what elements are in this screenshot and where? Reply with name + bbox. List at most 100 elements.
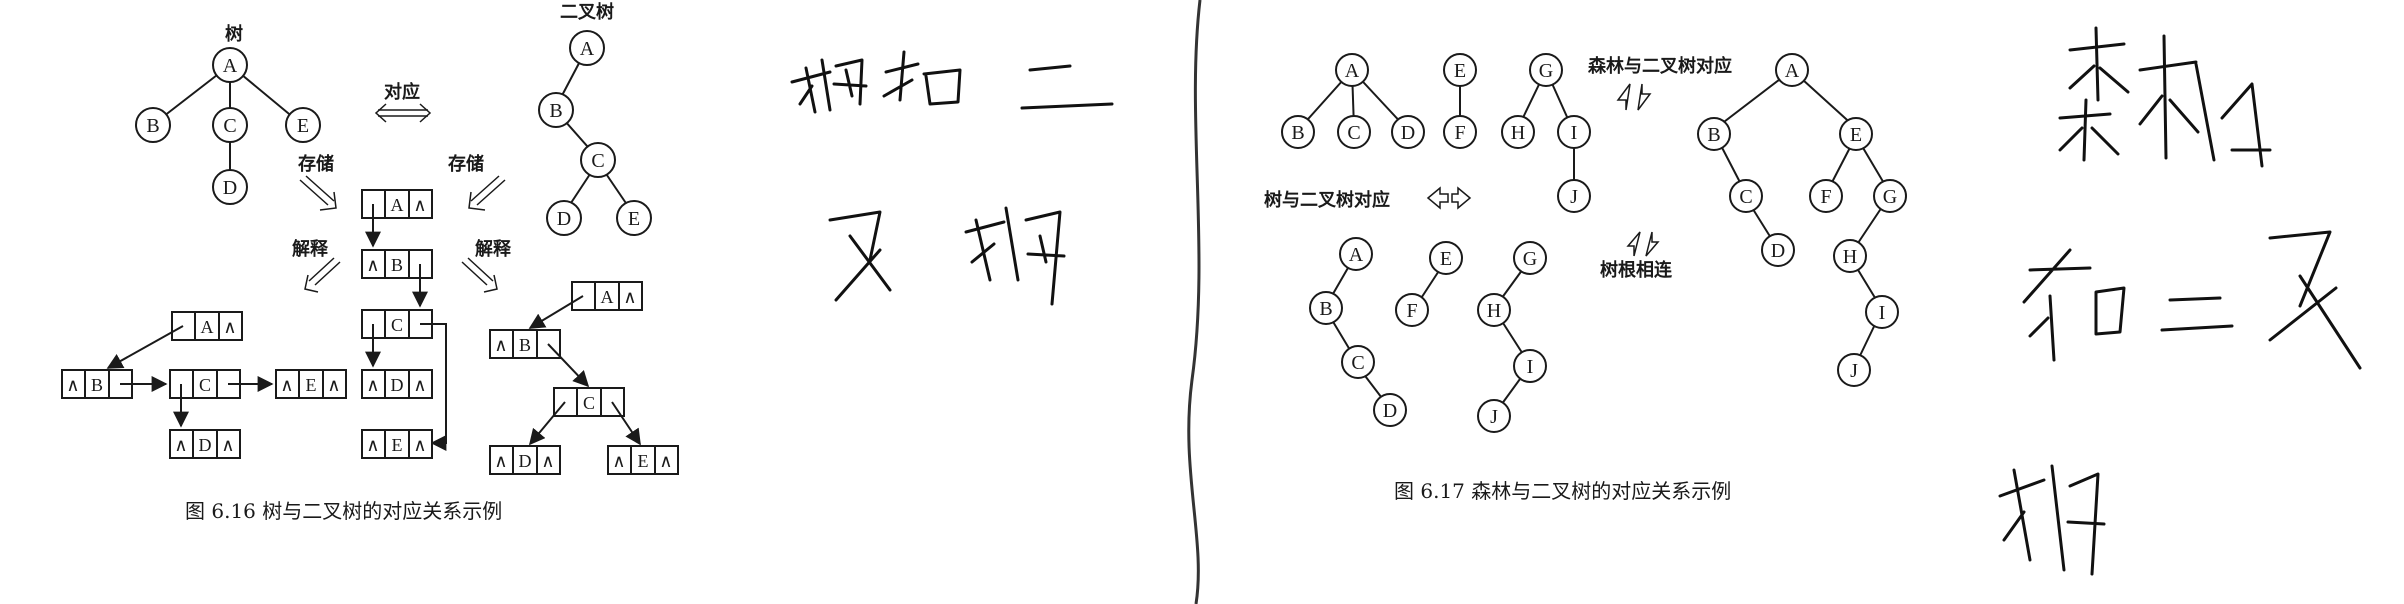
fb-node-h: H (1843, 246, 1857, 268)
cell-b: B (519, 335, 531, 355)
forest-node-a: A (1345, 60, 1360, 82)
tree-label: 树 (225, 23, 243, 45)
forest-node-b: B (1291, 122, 1304, 144)
null-mark: ∧ (223, 317, 236, 337)
down-up-arrow-icon (1626, 231, 1660, 257)
tree-correspond-label: 树与二叉树对应 (1264, 189, 1390, 211)
forest-node-i: I (1571, 122, 1578, 144)
storage-chain: A ∧ ∧ B C ∧ D ∧ ∧ E ∧ (361, 189, 447, 459)
cell-e: E (638, 451, 649, 471)
forest-tree-g: G H I J (1501, 53, 1591, 213)
bin-node-d: D (557, 208, 571, 230)
bt1-node-c: C (1351, 352, 1364, 374)
fb-node-e: E (1850, 124, 1862, 146)
tree-node-b: B (146, 115, 159, 137)
null-mark: ∧ (612, 451, 625, 471)
double-arrow-icon (461, 257, 498, 293)
bin-node-b: B (549, 100, 562, 122)
cell-d: D (199, 435, 212, 455)
forest-node-g: G (1539, 60, 1553, 82)
bt3-node-j: J (1490, 406, 1498, 428)
page-divider (1187, 0, 1202, 604)
binary-list-right: A ∧ ∧ B C ∧ D ∧ ∧ E ∧ (489, 281, 679, 475)
tree-node-c: C (223, 115, 236, 137)
root-connect-label: 树根相连 (1600, 259, 1673, 281)
cell-d: D (391, 375, 404, 395)
forest-node-h: H (1511, 122, 1525, 144)
store-right-label: 存储 (448, 153, 484, 175)
double-arrow-icon (299, 175, 337, 211)
null-mark: ∧ (221, 435, 234, 455)
converted-binary-trees: A B C D E F G H I J (1309, 237, 1547, 433)
fb-node-c: C (1739, 186, 1752, 208)
handwriting-right (1998, 26, 2362, 576)
forest-tree-e: E F (1443, 53, 1477, 149)
forest-binary-tree: A B E C F G D H I J (1697, 53, 1907, 387)
interp-right-label: 解释 (475, 238, 512, 260)
forest-tree-a: A B C D (1281, 53, 1425, 149)
bt1-node-d: D (1383, 400, 1397, 422)
fb-node-f: F (1820, 186, 1831, 208)
null-mark: ∧ (413, 195, 426, 215)
bt1-node-a: A (1349, 244, 1364, 266)
cell-a: A (201, 317, 214, 337)
cell-e: E (306, 375, 317, 395)
double-arrow-icon (304, 257, 341, 293)
cell-a: A (391, 195, 404, 215)
forest-label: 森林与二叉树对应 (1588, 55, 1732, 77)
bt2-node-f: F (1406, 300, 1417, 322)
bt3-node-g: G (1523, 248, 1537, 270)
cell-c: C (391, 315, 403, 335)
bt1-node-b: B (1319, 298, 1332, 320)
fb-node-j: J (1850, 360, 1858, 382)
interp-left-label: 解释 (292, 238, 329, 260)
fb-node-g: G (1883, 186, 1897, 208)
correspond-label: 对应 (384, 81, 420, 103)
bin-node-e: E (628, 208, 640, 230)
double-arrow-icon (374, 103, 432, 123)
null-mark: ∧ (366, 255, 379, 275)
tree-node-a: A (223, 55, 238, 77)
bt2-node-e: E (1440, 248, 1452, 270)
null-mark: ∧ (366, 435, 379, 455)
cell-b: B (91, 375, 103, 395)
bt3-node-h: H (1487, 300, 1501, 322)
forest-node-j: J (1570, 186, 1578, 208)
figure-6-16-caption: 图 6.16 树与二叉树的对应关系示例 (185, 499, 502, 523)
null-mark: ∧ (494, 335, 507, 355)
null-mark: ∧ (413, 375, 426, 395)
fb-node-d: D (1771, 240, 1785, 262)
null-mark: ∧ (541, 451, 554, 471)
bin-node-a: A (580, 38, 595, 60)
null-mark: ∧ (174, 435, 187, 455)
binary-tree: A B C D E (538, 30, 652, 236)
null-mark: ∧ (494, 451, 507, 471)
null-mark: ∧ (659, 451, 672, 471)
cell-d: D (519, 451, 532, 471)
cell-b: B (391, 255, 403, 275)
null-mark: ∧ (327, 375, 340, 395)
fb-node-i: I (1879, 302, 1886, 324)
cell-e: E (392, 435, 403, 455)
bt3-node-i: I (1527, 356, 1534, 378)
down-up-arrow-icon (1616, 83, 1652, 111)
tree-list-left: A ∧ ∧ B C ∧ E ∧ ∧ D ∧ (61, 311, 347, 459)
null-mark: ∧ (623, 287, 636, 307)
double-arrow-icon (468, 175, 506, 211)
cell-a: A (601, 287, 614, 307)
cell-c: C (199, 375, 211, 395)
figure-6-17: 森林与二叉树对应 树与二叉树对应 树根相连 A B C D (1264, 53, 1907, 503)
figure-6-17-caption: 图 6.17 森林与二叉树的对应关系示例 (1394, 479, 1731, 503)
null-mark: ∧ (366, 375, 379, 395)
tree-node-e: E (297, 115, 309, 137)
fb-node-b: B (1707, 124, 1720, 146)
left-right-arrow-icon (1426, 186, 1472, 210)
figure-6-16: 树 二叉树 A B C E D 对应 (61, 1, 679, 523)
null-mark: ∧ (280, 375, 293, 395)
fb-node-a: A (1785, 60, 1800, 82)
cell-c: C (583, 393, 595, 413)
bin-node-c: C (591, 150, 604, 172)
forest-node-d: D (1401, 122, 1415, 144)
handwriting-left (790, 50, 1114, 306)
